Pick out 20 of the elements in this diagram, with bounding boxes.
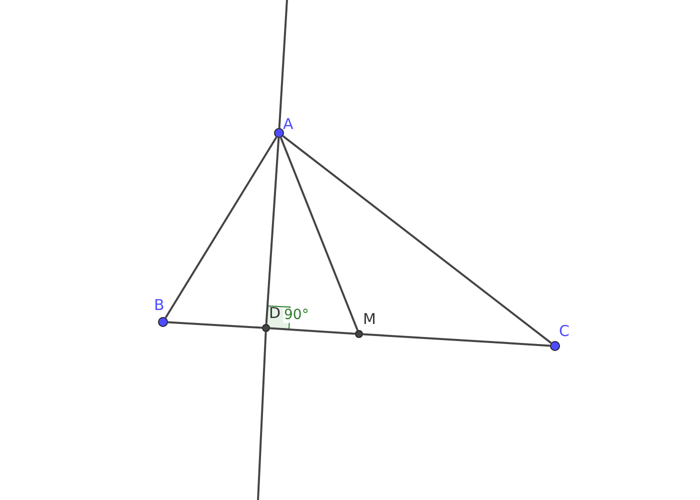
line-segment <box>362 333 550 347</box>
line-segment <box>164 136 278 318</box>
point <box>550 341 560 351</box>
line-segment <box>265 138 280 324</box>
point <box>158 317 168 327</box>
point <box>262 324 270 332</box>
point-label: A <box>283 117 294 132</box>
angle-label: 90° <box>283 308 310 323</box>
point-label: M <box>363 312 376 327</box>
point-label: B <box>154 298 164 313</box>
line-segment <box>270 327 356 335</box>
line-segment <box>282 135 552 344</box>
point-label: D <box>269 306 281 321</box>
point <box>355 330 363 338</box>
point-label: C <box>559 324 570 339</box>
line <box>278 0 288 128</box>
point <box>274 128 284 138</box>
line <box>257 332 267 500</box>
line-segment <box>280 137 358 331</box>
line-segment <box>168 321 262 329</box>
